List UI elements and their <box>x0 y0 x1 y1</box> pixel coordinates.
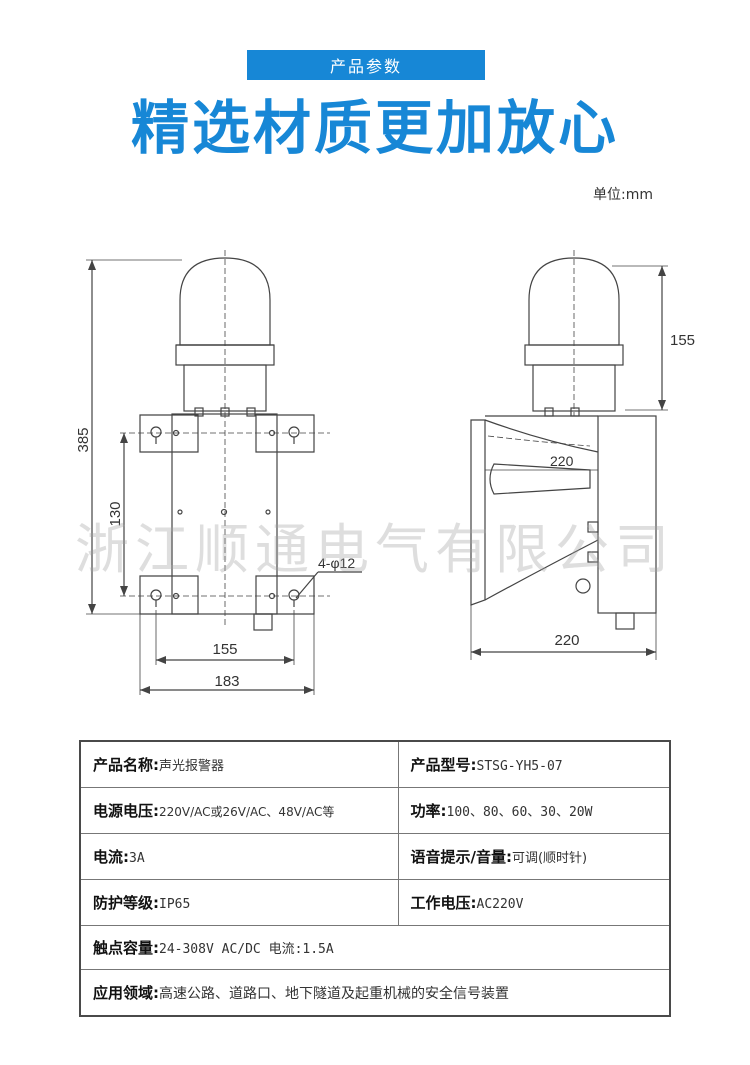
spec-value: 高速公路、道路口、地下隧道及起重机械的安全信号装置 <box>159 986 509 1003</box>
spec-key: 触点容量: <box>93 939 159 958</box>
spec-table: 产品名称:声光报警器 产品型号:STSG-YH5-07 电源电压:220V/AC… <box>79 740 671 1017</box>
dim-mount-130: 130 <box>107 501 124 526</box>
front-lamp-base <box>183 364 267 412</box>
dim-base-183: 183 <box>214 673 239 690</box>
spec-cell: 触点容量:24-308V AC/DC 电流:1.5A <box>79 925 671 971</box>
front-lamp-dome <box>179 257 271 346</box>
front-ear-tr <box>255 414 315 453</box>
front-ear-bl <box>139 575 199 615</box>
spec-value: AC220V <box>476 897 524 913</box>
spec-key: 产品名称: <box>93 755 159 774</box>
headline: 精选材质更加放心 <box>130 94 619 162</box>
table-row: 电流:3A 语音提示/音量:可调(顺时针) <box>79 832 671 880</box>
spec-cell: 语音提示/音量:可调(顺时针) <box>397 832 671 880</box>
dim-lamp-155: 155 <box>670 332 695 349</box>
spec-key: 电源电压: <box>93 801 159 820</box>
spec-key: 功率: <box>410 801 447 820</box>
spec-value: 声光报警器 <box>159 758 225 774</box>
table-row: 应用领域:高速公路、道路口、地下隧道及起重机械的安全信号装置 <box>79 969 671 1017</box>
side-horn-driver <box>489 463 591 495</box>
spec-value: 100、80、60、30、20W <box>446 804 593 820</box>
table-row: 触点容量:24-308V AC/DC 电流:1.5A <box>79 925 671 971</box>
spec-key: 产品型号: <box>410 755 477 774</box>
spec-cell: 电流:3A <box>79 832 399 880</box>
table-row: 防护等级:IP65 工作电压:AC220V <box>79 878 671 927</box>
spec-key: 工作电压: <box>410 894 477 913</box>
spec-value: IP65 <box>159 897 191 913</box>
table-row: 电源电压:220V/AC或26V/AC、48V/AC等 功率:100、80、60… <box>79 786 671 834</box>
spec-cell: 防护等级:IP65 <box>79 878 399 927</box>
spec-key: 应用领域: <box>93 984 159 1003</box>
spec-cell: 产品名称:声光报警器 <box>79 740 399 788</box>
spec-cell: 工作电压:AC220V <box>397 878 671 927</box>
side-lamp-base <box>532 364 616 412</box>
technical-drawing: 385 130 4-φ12 155 183 155 220 220 <box>75 250 695 695</box>
dim-hole-spec: 4-φ12 <box>318 555 355 571</box>
section-banner: 产品参数 <box>247 50 485 80</box>
spec-value: 24-308V AC/DC 电流:1.5A <box>159 942 334 958</box>
spec-value: STSG-YH5-07 <box>476 758 563 774</box>
dim-mount-155: 155 <box>212 641 237 658</box>
side-box <box>597 415 657 614</box>
table-row: 产品名称:声光报警器 产品型号:STSG-YH5-07 <box>79 740 671 788</box>
dim-height-385: 385 <box>75 427 92 452</box>
unit-label: 单位:mm <box>593 187 653 203</box>
dim-depth-220-top: 220 <box>550 453 574 469</box>
spec-value: 可调(顺时针) <box>511 850 588 866</box>
front-ear-br <box>255 575 315 615</box>
front-body <box>171 413 278 615</box>
spec-cell: 功率:100、80、60、30、20W <box>397 786 671 834</box>
front-ear-tl <box>139 414 199 453</box>
side-horn-mouth <box>470 419 486 606</box>
side-lamp-dome <box>528 257 620 346</box>
spec-value: 220V/AC或26V/AC、48V/AC等 <box>159 804 335 819</box>
spec-cell: 电源电压:220V/AC或26V/AC、48V/AC等 <box>79 786 399 834</box>
spec-cell: 产品型号:STSG-YH5-07 <box>397 740 671 788</box>
spec-key: 防护等级: <box>93 894 159 913</box>
spec-key: 电流: <box>93 847 129 866</box>
dim-depth-220-bottom: 220 <box>554 632 579 649</box>
spec-cell: 应用领域:高速公路、道路口、地下隧道及起重机械的安全信号装置 <box>79 969 671 1017</box>
spec-value: 3A <box>129 850 145 866</box>
spec-key: 语音提示/音量: <box>410 847 512 866</box>
